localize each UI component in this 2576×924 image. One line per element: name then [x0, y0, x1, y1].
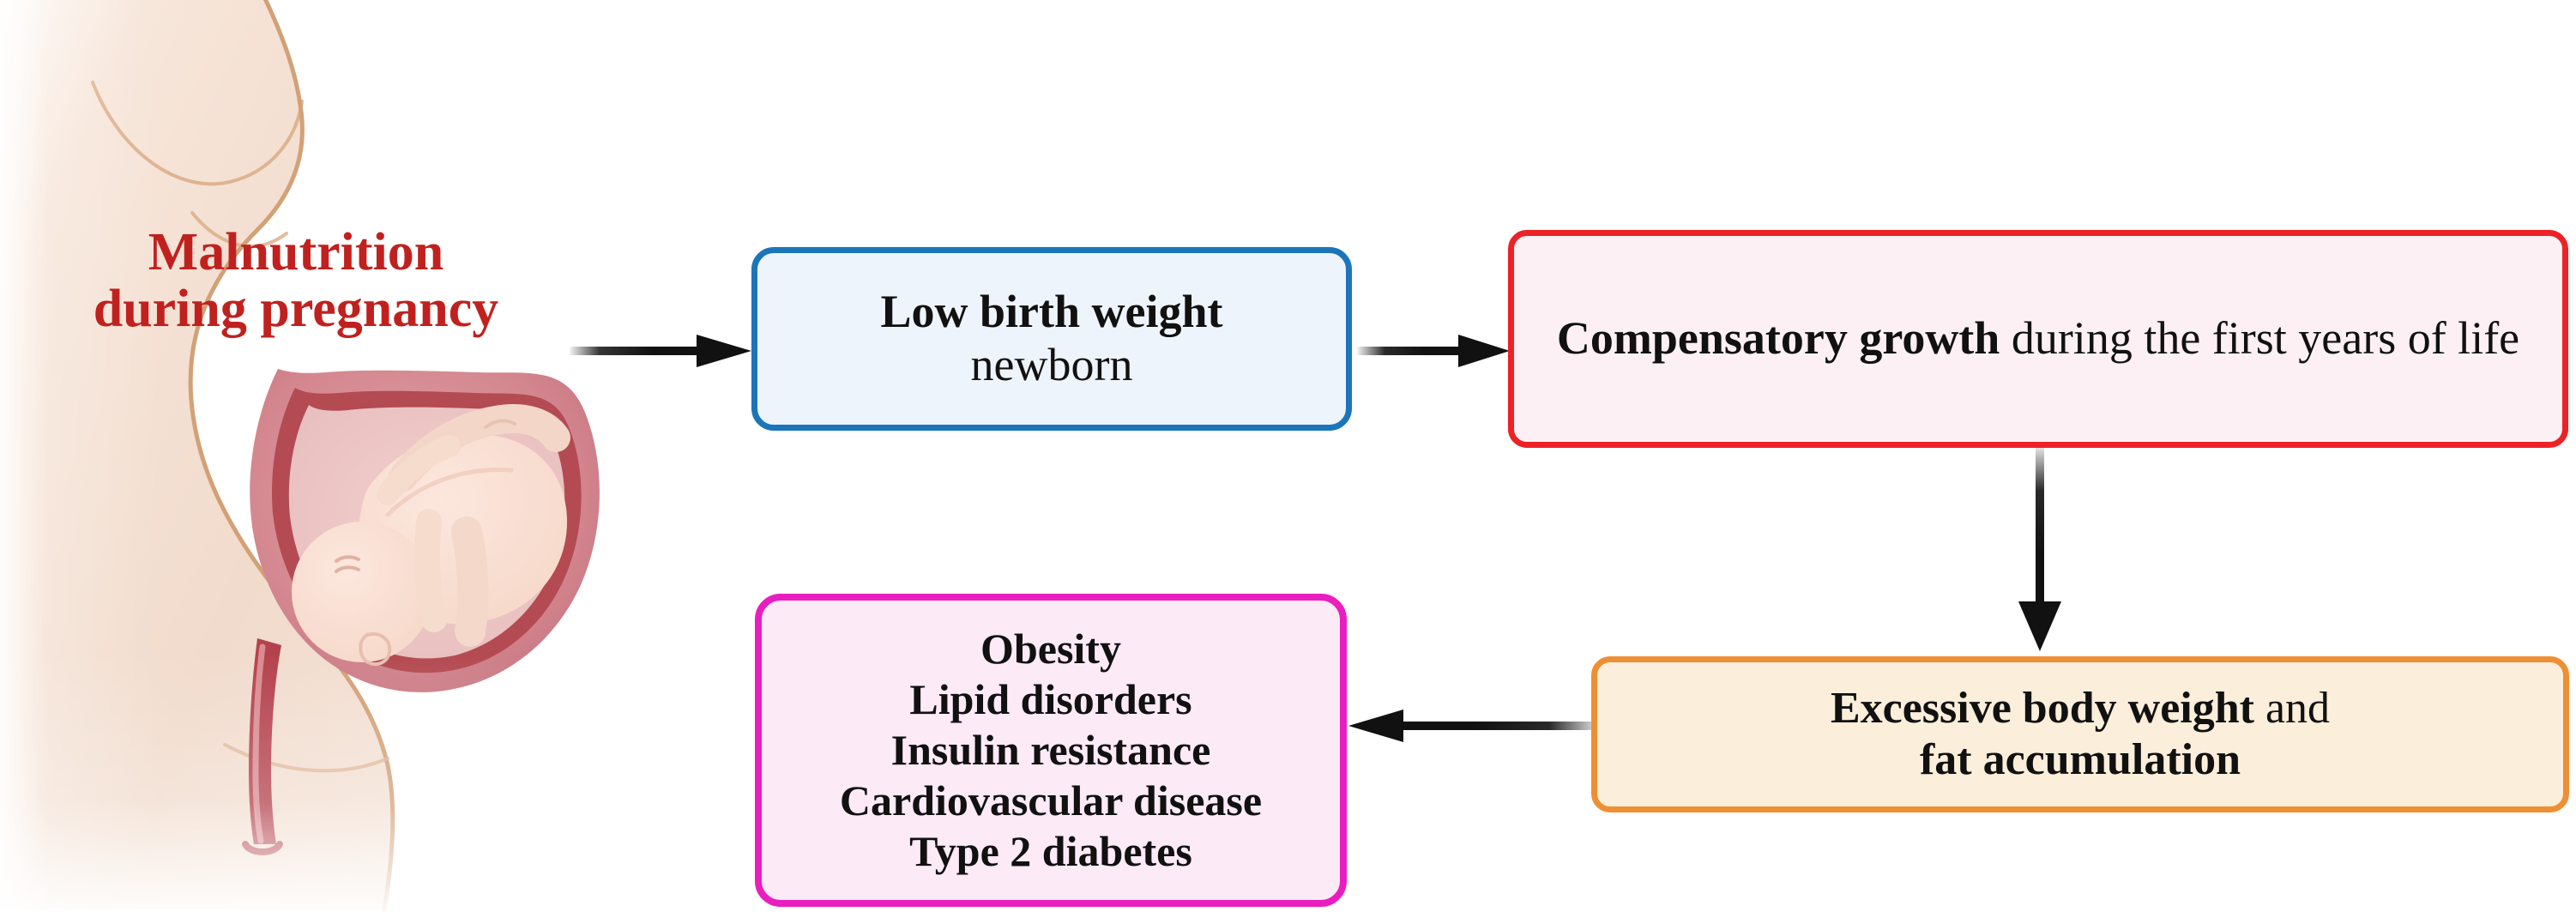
box-compensatory-growth-text: Compensatory growth during the first yea…: [1514, 311, 2562, 365]
fetus-illustration: [292, 404, 570, 667]
excessive-body-weight-bold: Excessive body weight: [1830, 684, 2254, 734]
outcome-item-lipid-disorders: Lipid disorders: [909, 675, 1192, 723]
arrow-lbw-to-growth: [1357, 335, 1510, 367]
arrow-malnutrition-to-lbw: [570, 335, 751, 367]
compensatory-growth-bold: Compensatory growth: [1556, 312, 2000, 365]
outcome-item-insulin-resistance: Insulin resistance: [890, 726, 1211, 774]
box-excessive-weight[interactable]: Excessive body weight and fat accumulati…: [1591, 656, 2569, 812]
low-birth-weight-regular: newborn: [970, 339, 1133, 390]
excessive-body-weight-and: and: [2253, 684, 2331, 734]
box-outcomes[interactable]: Obesity Lipid disorders Insulin resistan…: [755, 594, 1347, 907]
box-compensatory-growth[interactable]: Compensatory growth during the first yea…: [1508, 230, 2568, 448]
pregnant-woman-fetus-illustration: [0, 0, 618, 924]
arrow-growth-to-weight: [2018, 444, 2061, 651]
outcome-item-obesity: Obesity: [980, 625, 1121, 673]
outcome-item-type-2-diabetes: Type 2 diabetes: [909, 827, 1192, 875]
outcome-item-cardiovascular-disease: Cardiovascular disease: [839, 776, 1263, 824]
malnutrition-during-pregnancy-label: Malnutrition during pregnancy: [93, 223, 499, 338]
arrow-weight-to-outcomes: [1348, 710, 1602, 742]
box-excessive-weight-text: Excessive body weight and fat accumulati…: [1597, 683, 2563, 786]
fat-accumulation-bold: fat accumulation: [1919, 735, 2241, 784]
box-low-birth-weight-text: Low birth weight newborn: [757, 286, 1346, 391]
box-outcomes-text: Obesity Lipid disorders Insulin resistan…: [762, 624, 1340, 877]
pregnant-woman-fetus-svg: [0, 0, 618, 924]
box-low-birth-weight[interactable]: Low birth weight newborn: [751, 247, 1352, 431]
compensatory-growth-regular: during the first years of life: [2000, 312, 2520, 365]
low-birth-weight-bold: Low birth weight: [880, 286, 1223, 338]
